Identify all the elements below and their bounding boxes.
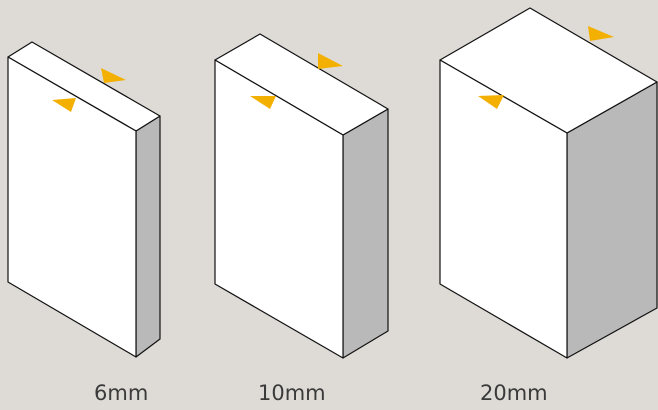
thickness-label-10mm: 10mm	[258, 381, 326, 405]
panel-20mm-front-arrow-icon	[478, 95, 504, 109]
thickness-label-20mm: 20mm	[480, 381, 548, 405]
panel-20mm	[439, 7, 658, 359]
panel-6mm-front-face	[7, 56, 137, 358]
panel-10mm-back-arrow-icon	[318, 53, 343, 69]
panel-20mm-back-arrow-icon	[588, 26, 614, 41]
panel-10mm	[214, 33, 389, 359]
panel-10mm-front-face	[214, 59, 344, 359]
thickness-label-6mm: 6mm	[94, 381, 149, 405]
panel-6mm-front-arrow-icon	[52, 98, 76, 112]
panel-10mm-side-face	[342, 108, 389, 359]
panel-6mm-back-arrow-icon	[101, 68, 126, 83]
panel-6mm	[7, 41, 161, 358]
panel-6mm-side-face	[135, 115, 161, 358]
panel-10mm-front-arrow-icon	[250, 96, 276, 109]
panel-20mm-front-face	[439, 59, 568, 359]
